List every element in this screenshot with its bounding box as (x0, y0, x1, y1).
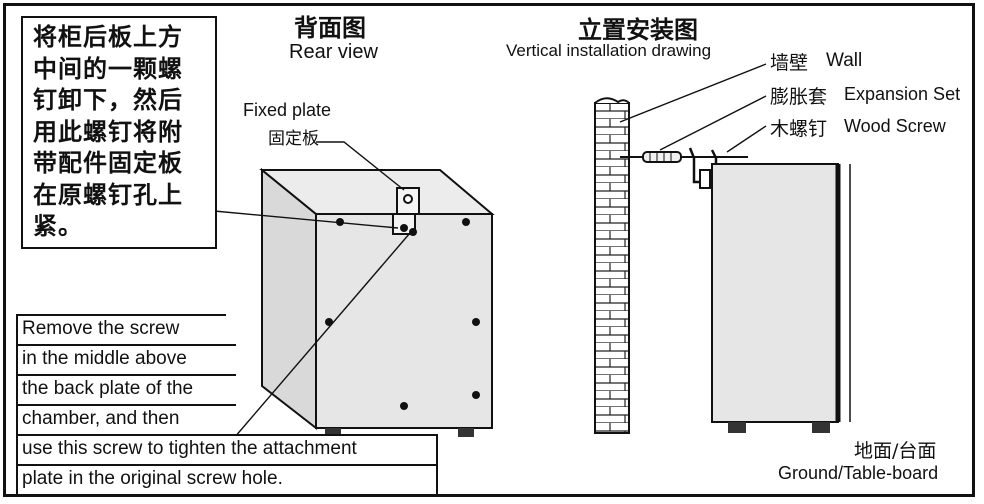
instruction-box-cn: 将柜后板上方 中间的一颗螺 钉卸下，然后 用此螺钉将附 带配件固定板 在原螺钉孔… (21, 16, 217, 249)
screw-hole (400, 402, 408, 410)
wall-label-cn: 墙壁 (770, 52, 809, 74)
leader-lines (213, 141, 411, 446)
instruction-line-cn: 在原螺钉孔上 (33, 180, 183, 209)
fixed-plate-label-en: Fixed plate (243, 100, 332, 120)
screw-label-en: Wood Screw (844, 116, 946, 136)
instruction-line-en: plate in the original screw hole. (16, 464, 438, 496)
wood-screw (710, 149, 718, 165)
screw-icon (409, 228, 417, 236)
rear-view-title-cn: 背面图 (294, 14, 366, 42)
side-cabinet (711, 163, 851, 433)
screw-label-cn: 木螺钉 (770, 118, 828, 140)
expansion-label-cn: 膨胀套 (770, 86, 828, 108)
screw-hole (472, 318, 480, 326)
wall-label-en: Wall (826, 50, 863, 71)
instruction-line-en: use this screw to tighten the attachment (16, 434, 438, 464)
screw-hole (462, 218, 470, 226)
rear-cabinet (259, 167, 495, 437)
diagram-frame (3, 3, 975, 497)
install-title-cn: 立置安装图 (578, 16, 698, 44)
install-title-en: Vertical installation drawing (506, 41, 712, 60)
fixed-plate-label-cn: 固定板 (268, 129, 319, 149)
instruction-line-cn: 将柜后板上方 (33, 23, 183, 51)
ground-label-cn: 地面/台面 (854, 440, 937, 462)
wall (594, 97, 630, 434)
instruction-line-en: the back plate of the (16, 374, 236, 404)
expansion-label-en: Expansion Set (844, 84, 961, 104)
instruction-line-en: in the middle above (16, 344, 236, 374)
ground-label-en: Ground/Table-board (778, 463, 939, 483)
instruction-line-cn: 钉卸下，然后 (33, 86, 183, 114)
instruction-line-cn: 紧。 (33, 212, 83, 240)
expansion-set (642, 151, 682, 163)
install-leader-lines (619, 63, 767, 153)
screw-hole (472, 391, 480, 399)
rear-view-title-en: Rear view (289, 41, 378, 63)
instruction-line-en: Remove the screw (16, 314, 226, 344)
instruction-line-cn: 用此螺钉将附 (33, 117, 183, 146)
instruction-line-cn: 中间的一颗螺 (33, 54, 183, 83)
mount-hardware (620, 147, 748, 189)
instruction-line-en: chamber, and then (16, 404, 236, 434)
instruction-line-cn: 带配件固定板 (33, 149, 183, 177)
